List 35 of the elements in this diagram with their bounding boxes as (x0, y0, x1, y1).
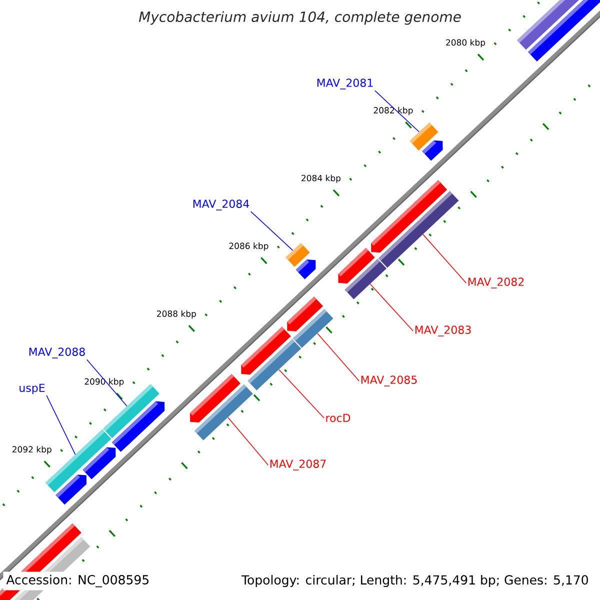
tick-label: 2092 kbp (12, 446, 52, 454)
leader-line (370, 284, 414, 332)
leader-line (86, 359, 128, 406)
gene-label: MAV_2087 (270, 460, 326, 470)
gene-bar (194, 384, 253, 440)
gene-bar (292, 308, 334, 348)
tick-label: 2090 kbp (84, 378, 124, 386)
leader-line (46, 394, 76, 455)
leader-line (422, 234, 467, 284)
gene-label: MAV_2085 (361, 376, 417, 386)
tick-label: 2084 kbp (302, 174, 340, 183)
accession-text: Accession: NC_008595 (3, 572, 153, 590)
title: Mycobacterium avium 104, complete genome (138, 11, 461, 25)
gene-label: MAV_2081 (317, 78, 373, 90)
leader-line (250, 211, 294, 251)
gene-bar (410, 122, 438, 150)
leader-line (228, 417, 269, 466)
gene-label: MAV_2088 (29, 348, 85, 358)
tick-label: 2086 kbp (229, 242, 268, 251)
leader-line (278, 369, 324, 418)
gene-label: MAV_2082 (468, 278, 524, 288)
gene-label: MAV_2084 (193, 200, 250, 210)
leader-line (317, 333, 360, 382)
tick-label: 2080 kbp (446, 39, 486, 48)
gene-label: MAV_2083 (415, 326, 471, 336)
gene-label: uspE (20, 384, 45, 394)
leader-line (374, 90, 420, 132)
tick-label: 2082 kbp (374, 106, 413, 116)
gene-bar (378, 191, 459, 268)
genome-info-text: Topology: circular; Length: 5,475,491 bp; Genes: 5,170 (241, 574, 588, 588)
tick-label: 2088 kbp (157, 310, 196, 319)
gene-label: rocD (326, 414, 350, 422)
gene-bar (344, 258, 387, 300)
gene-bar (286, 243, 310, 267)
gene-bar (248, 339, 302, 390)
